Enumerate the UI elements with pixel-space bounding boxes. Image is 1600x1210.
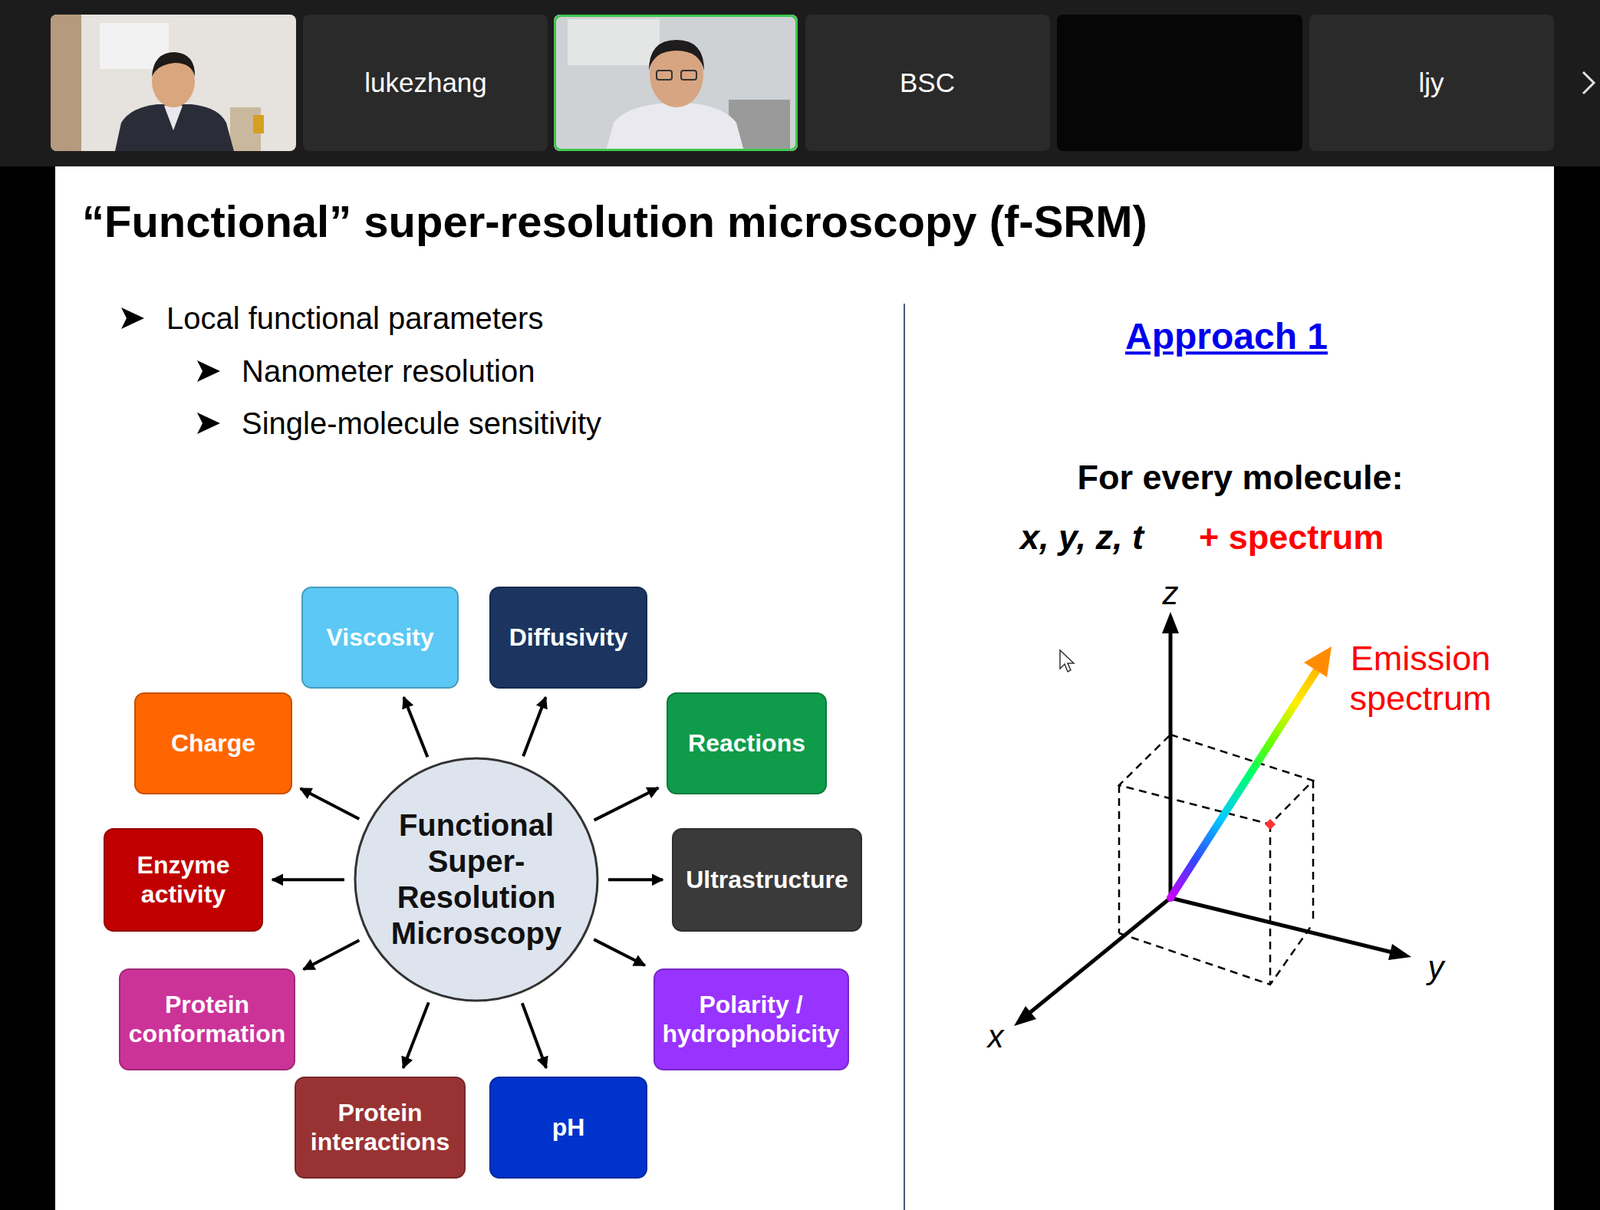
box-text: Polarity / hydrophobicity [662,990,840,1049]
parameter-box: Protein interactions [294,1076,466,1179]
bullet [121,307,145,330]
parameter-box: Charge [134,692,293,795]
parameter-box: Ultrastructure [671,828,863,932]
coordinate-text: x, y, z, t [1020,517,1144,558]
parameter-box: pH [489,1076,648,1179]
box-text: Enzyme activity [112,851,254,909]
participant-name: BSC [899,67,955,99]
connector-arrow [523,697,546,757]
divider [903,303,906,1210]
emission-arrow [1170,668,1318,899]
bullet-text: Local functional parameters [166,300,544,336]
connector-arrow [300,788,360,820]
bullet [197,360,221,382]
heading-text: For every molecule: [1076,457,1403,498]
box-text: Protein conformation [128,990,287,1049]
slide [55,166,1554,1210]
center-circle: Functional Super-Resolution Microscopy [353,757,600,1003]
bullet [197,412,221,435]
meeting-bar [0,0,1600,167]
emission-label: Emission spectrum [1324,638,1517,719]
connector-arrow [594,788,659,821]
projection-box [1119,734,1314,985]
video-tile [50,14,297,152]
parameter-box: Enzyme activity [103,828,264,932]
circle-text: Functional Super-Resolution Microscopy [384,807,569,952]
video-tile [805,14,1051,152]
axis-label: x [987,1018,1005,1056]
parameter-box: Diffusivity [489,586,648,689]
connector-arrow [403,697,428,758]
parameter-box: Viscosity [301,586,459,689]
participant-name: ljy [1418,67,1444,99]
box-text: Protein interactions [303,1099,457,1157]
slide-title: “Functional” super-resolution microscopy… [82,196,1148,248]
video-tile [553,14,798,152]
parameter-box: Reactions [666,692,827,795]
video-tile [1309,14,1554,152]
next-chevron [1583,72,1594,94]
spectrum-text: + spectrum [1198,517,1384,558]
parameter-box: Polarity / hydrophobicity [653,968,850,1071]
axis-label: y [1428,949,1445,987]
emission-arrowhead [1303,646,1332,678]
connector-arrow [303,940,360,970]
screen-margin [0,166,56,1210]
molecule-point [1264,819,1276,830]
connector-arrow [522,1003,547,1068]
mouse-cursor [1060,650,1074,672]
connector-arrow [272,878,345,882]
box-text: pH [498,1113,639,1143]
section-link: Approach 1 [1125,315,1328,358]
video-tile [302,14,548,152]
connector-arrow [403,1002,429,1068]
connector-arrow [593,939,646,966]
box-text: Reactions [675,729,818,758]
box-text: Diffusivity [498,623,639,652]
bullet-text: Single-molecule sensitivity [241,405,602,442]
box-text: Charge [143,729,284,758]
participant-name: lukezhang [364,67,488,99]
axis-label: z [1162,575,1179,613]
video-tile [1056,14,1303,152]
connector-arrow [608,878,663,882]
bullet-text: Nanometer resolution [241,353,535,389]
screen-margin [1553,166,1600,1210]
parameter-box: Protein conformation [118,968,296,1071]
box-text: Ultrastructure [681,865,853,895]
box-text: Viscosity [310,623,450,652]
circle-outline [353,757,600,1003]
